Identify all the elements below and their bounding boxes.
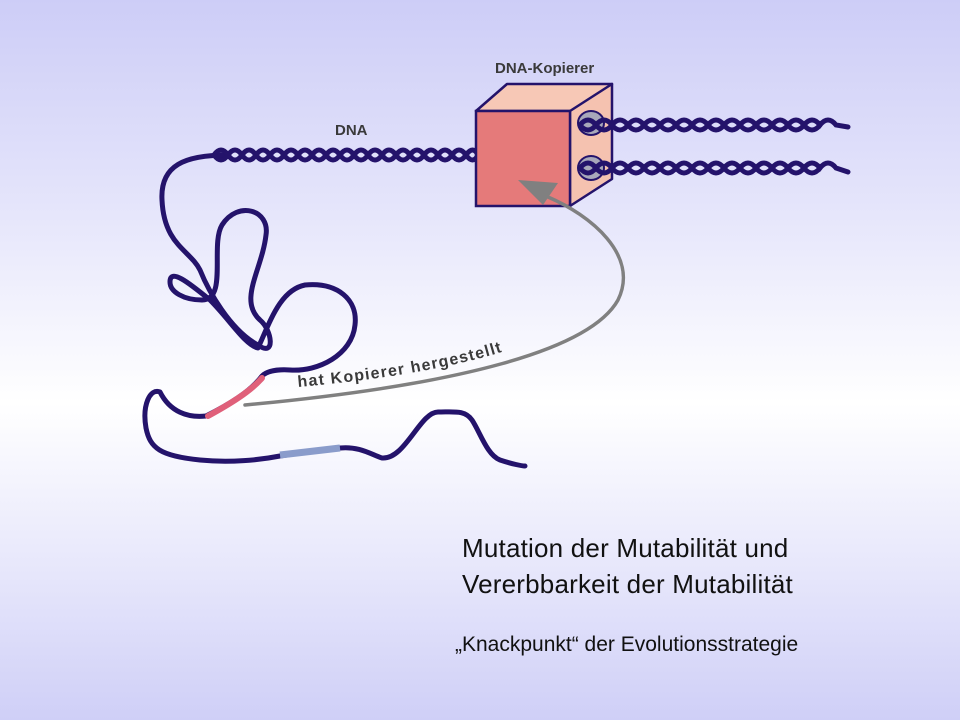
caption-line-1: Mutation der Mutabilität und [462,533,789,563]
dna-helix-output-upper-b [577,117,823,133]
gene-segment-red [205,375,265,419]
dna-label: DNA [335,122,368,139]
dna-helix-output-lower-b [577,160,823,176]
arrow-head [518,180,558,205]
copier-label: DNA-Kopierer [495,60,594,77]
subcaption: „Knackpunkt“ der Evolutionsstrategie [455,633,799,656]
made-copier-arrow [243,195,626,407]
arrow-label: hat Kopierer hergestellt [297,339,503,391]
caption: Mutation der Mutabilität und Vererbbarke… [462,530,793,602]
dna-helix-input-b [211,147,481,163]
svg-text:hat Kopierer hergestellt: hat Kopierer hergestellt [297,339,505,391]
copier-box [474,82,614,208]
dna-loose-strand [142,152,528,469]
caption-line-2: Vererbbarkeit der Mutabilität [462,569,793,599]
gene-segment-blue [279,444,341,459]
